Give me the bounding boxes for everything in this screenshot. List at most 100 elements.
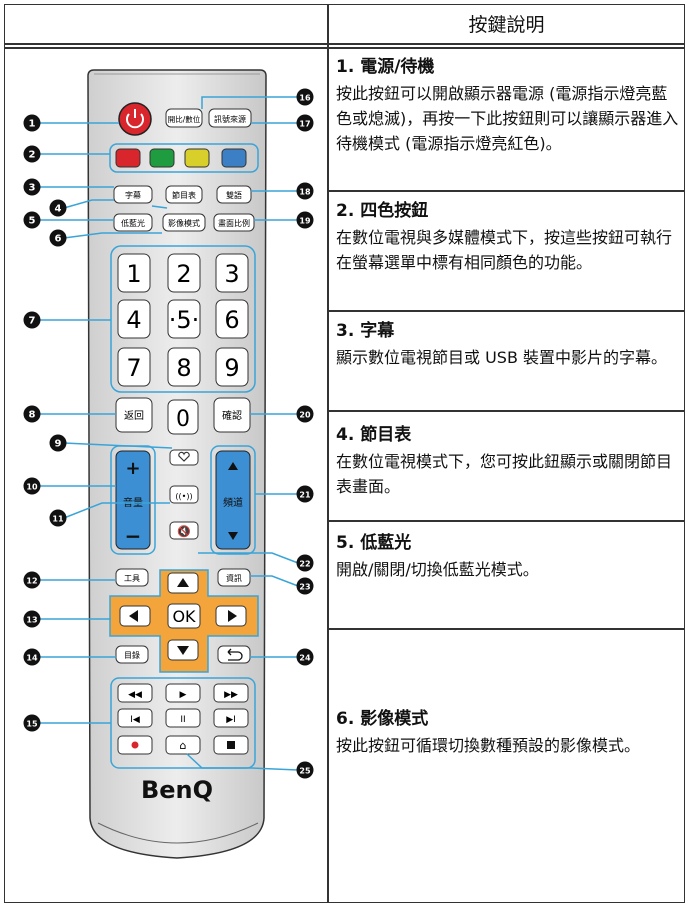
favorite-button	[169, 449, 199, 466]
callout-badge-12	[23, 571, 41, 589]
callout-badge-17	[296, 114, 314, 132]
callout-number-18: 18	[299, 188, 311, 197]
callout-number-24: 24	[299, 654, 311, 663]
section-title: 4. 節目表	[336, 425, 412, 445]
callout-badge-19	[296, 211, 314, 229]
epg-button	[165, 185, 203, 204]
source-button	[208, 108, 252, 128]
callout-badges: 1234567891011121314151617181920212223242…	[23, 88, 314, 779]
next-button	[213, 708, 249, 728]
callout-badge-14	[23, 648, 41, 666]
tv-radio-button	[169, 485, 199, 504]
broadcast-icon: ((•))	[175, 492, 192, 501]
volume-plus-label: +	[125, 458, 140, 479]
callout-badge-20	[296, 405, 314, 423]
volume-rocker	[115, 450, 151, 550]
back-label: 返回	[124, 410, 144, 422]
callout-number-1: 1	[29, 119, 36, 130]
callout-badge-3	[23, 178, 41, 196]
picture-mode-button	[162, 213, 206, 232]
callout-lines	[40, 96, 299, 771]
callout-number-9: 9	[55, 439, 62, 450]
channel-down-icon	[228, 532, 238, 540]
section-color-buttons: 2. 四色按鈕 在數位電視與多媒體模式下，按這些按鈕可執行在螢幕選單中標有相同顏…	[336, 200, 680, 275]
power-button	[118, 102, 152, 136]
callout-badge-23	[296, 577, 314, 595]
play-button	[165, 683, 201, 703]
digit-label-0: 0	[176, 407, 190, 432]
digit-label-3: 3	[224, 260, 239, 288]
home-icon: ⌂	[180, 739, 187, 752]
header-divider	[4, 43, 685, 45]
callout-number-12: 12	[26, 577, 37, 586]
callout-badge-24	[296, 648, 314, 666]
callout-number-14: 14	[26, 654, 38, 663]
stop-icon	[227, 741, 235, 749]
tools-label: 工具	[124, 574, 140, 583]
fast-forward-button	[213, 683, 249, 703]
callout-badge-5	[23, 211, 41, 229]
section-body: 按此按鈕可循環切換數種預設的影像模式。	[336, 736, 641, 755]
callout-badge-1	[23, 114, 41, 132]
up-arrow-icon	[177, 578, 189, 587]
green-button	[149, 148, 175, 168]
channel-rocker-outline	[210, 445, 256, 555]
callout-number-3: 3	[29, 183, 36, 194]
digit-label-7: 7	[126, 354, 141, 382]
return-icon	[227, 648, 243, 661]
number-pad-outline	[110, 245, 256, 393]
callout-badge-2	[23, 145, 41, 163]
callout-number-11: 11	[52, 515, 64, 524]
menu-button	[115, 645, 149, 664]
previous-button	[117, 708, 153, 728]
digit-label-5: ·5·	[169, 306, 200, 334]
return-button	[217, 645, 251, 664]
section-title: 6. 影像模式	[336, 709, 429, 729]
callout-number-8: 8	[29, 410, 36, 421]
column-divider	[327, 4, 329, 903]
callout-number-19: 19	[299, 217, 311, 226]
callout-badge-8	[23, 405, 41, 423]
low-blue-button	[113, 213, 153, 232]
digit-label-6: 6	[224, 306, 239, 334]
section-low-blue-light: 5. 低藍光 開啟/關閉/切換低藍光模式。	[336, 532, 680, 582]
section-title: 2. 四色按鈕	[336, 201, 429, 221]
digit-label-9: 9	[224, 354, 239, 382]
channel-label: 頻道	[223, 496, 243, 509]
digit-button-6	[215, 299, 249, 339]
ok-button	[167, 603, 201, 629]
section-title: 3. 字幕	[336, 321, 395, 341]
play-icon: ▶	[180, 690, 187, 700]
row-divider	[328, 628, 685, 630]
callout-badge-21	[296, 485, 314, 503]
digit-label-4: 4	[126, 306, 141, 334]
callout-number-4: 4	[55, 204, 62, 215]
home-button	[165, 735, 201, 755]
brand-logo: BenQ	[141, 776, 213, 804]
rewind-button	[117, 683, 153, 703]
next-icon: ▶I	[226, 715, 236, 725]
callout-badge-25	[296, 761, 314, 779]
row-divider	[328, 310, 685, 312]
source-label: 訊號來源	[214, 114, 246, 124]
rewind-icon: ◀◀	[128, 690, 142, 700]
callout-badge-22	[296, 554, 314, 572]
aspect-ratio-button	[213, 213, 255, 232]
digit-button-0	[167, 399, 199, 435]
digit-label-8: 8	[176, 354, 191, 382]
pause-icon: II	[180, 715, 185, 725]
column-header: 按鍵說明	[468, 14, 545, 36]
mute-icon: 🔇	[177, 525, 191, 538]
callout-badge-15	[23, 714, 41, 732]
callout-badge-9	[49, 434, 67, 452]
section-title: 5. 低藍光	[336, 533, 412, 553]
confirm-label: 確認	[222, 409, 242, 422]
section-subtitle: 3. 字幕 顯示數位電視節目或 USB 裝置中影片的字幕。	[336, 320, 680, 370]
left-arrow-icon	[129, 610, 138, 622]
row-divider	[328, 520, 685, 522]
contrast-digital-button	[165, 108, 203, 128]
red-button	[115, 148, 141, 168]
contrast-digital-label: 開比/數位	[168, 114, 201, 124]
callout-badge-18	[296, 182, 314, 200]
